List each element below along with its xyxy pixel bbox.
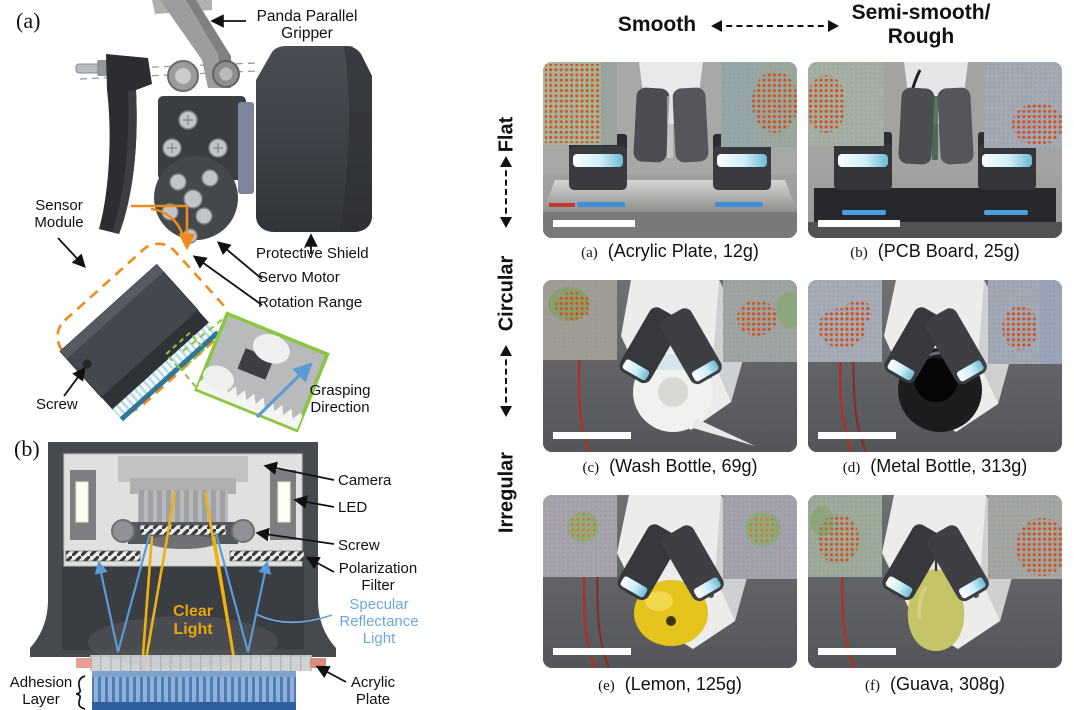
rotation-range-label: Rotation Range bbox=[258, 294, 363, 311]
gripper-fingers bbox=[898, 87, 974, 165]
caption-guava: (f) (Guava, 308g) bbox=[864, 674, 1006, 694]
tactile-inset-left bbox=[543, 280, 617, 360]
tactile-inset-right bbox=[988, 495, 1062, 579]
scale-bar bbox=[553, 220, 635, 227]
guava bbox=[907, 559, 965, 651]
tactile-inset-right bbox=[723, 280, 797, 362]
gripper-finger-right bbox=[925, 308, 987, 385]
camera-label: Camera bbox=[338, 472, 392, 489]
tactile-inset-left bbox=[543, 495, 617, 577]
mount-bracket bbox=[99, 54, 152, 234]
sensor-module-label: Sensor Module bbox=[34, 197, 84, 231]
caption-wash-bottle: (c) (Wash Bottle, 69g) bbox=[582, 456, 758, 476]
caption-acrylic-plate: (a) (Acrylic Plate, 12g) bbox=[581, 241, 759, 261]
shape-axis-flat: Flat bbox=[495, 116, 518, 153]
servo-motor-label: Servo Motor bbox=[258, 269, 340, 286]
panel-a-marker: (a) bbox=[16, 8, 41, 33]
polarization-filter-center bbox=[139, 524, 227, 536]
gripper-finger-right bbox=[927, 525, 989, 602]
caption-lemon: (e) (Lemon, 125g) bbox=[598, 674, 742, 694]
tactile-inset-left bbox=[808, 62, 884, 146]
acrylic-plate-label: Acrylic Plate bbox=[350, 674, 396, 708]
scale-bar bbox=[553, 648, 631, 655]
grasp-photo-pcb-board bbox=[808, 62, 1062, 238]
shape-axis-irregular: Irregular bbox=[495, 451, 518, 534]
scale-bar bbox=[818, 432, 896, 439]
lemon bbox=[634, 580, 708, 646]
polarization-filter-right bbox=[229, 550, 305, 562]
screw-right bbox=[231, 519, 255, 543]
adhesion-layer-shape bbox=[92, 671, 296, 710]
grasp-photo-metal-bottle bbox=[808, 280, 1062, 452]
caption-metal-bottle: (d) (Metal Bottle, 313g) bbox=[842, 456, 1028, 476]
caption-pcb-board: (b) (PCB Board, 25g) bbox=[850, 241, 1020, 261]
grasp-photo-lemon bbox=[543, 495, 797, 668]
tactile-inset-right bbox=[988, 280, 1062, 364]
tactile-inset-right bbox=[984, 62, 1062, 148]
grasping-direction-label: Grasping Direction bbox=[309, 382, 371, 416]
protective-shield-label: Protective Shield bbox=[256, 245, 369, 262]
grasp-surface-inset bbox=[194, 311, 330, 432]
screw-left bbox=[111, 519, 135, 543]
gripper-fingers bbox=[633, 87, 709, 163]
tactile-inset-left bbox=[808, 495, 882, 577]
panda-gripper-label: Panda Parallel Gripper bbox=[256, 8, 358, 43]
texture-axis-arrow bbox=[711, 19, 839, 32]
polarization-filter-label: Polarization Filter bbox=[338, 560, 418, 594]
sensor-module-shape bbox=[59, 263, 220, 422]
grasp-photo-guava bbox=[808, 495, 1062, 668]
scale-bar bbox=[818, 220, 900, 227]
scale-bar bbox=[818, 648, 896, 655]
side-screw bbox=[75, 60, 109, 76]
screw-label-a: Screw bbox=[36, 396, 78, 413]
shape-axis-arrow-2 bbox=[499, 345, 512, 417]
grasp-photo-wash-bottle bbox=[543, 280, 797, 452]
tactile-inset-right bbox=[723, 495, 797, 579]
grasping-direction-arrow bbox=[255, 362, 313, 419]
polarization-filter-left bbox=[65, 550, 141, 562]
screw-label-b: Screw bbox=[338, 537, 380, 554]
protective-shield-shape bbox=[256, 46, 372, 232]
gripper-finger-right bbox=[662, 525, 724, 602]
scale-bar bbox=[553, 432, 631, 439]
tactile-inset-right bbox=[721, 62, 797, 147]
specular-light-rays bbox=[94, 532, 272, 653]
led-right bbox=[277, 481, 291, 523]
adhesion-layer-label: Adhesion Layer bbox=[9, 674, 73, 708]
panel-b-marker: (b) bbox=[14, 436, 40, 461]
led-label: LED bbox=[338, 499, 368, 516]
clear-light-label: Clear Light bbox=[172, 603, 214, 638]
grasp-photo-acrylic-plate bbox=[543, 62, 797, 238]
tactile-inset-left bbox=[808, 280, 882, 362]
gripper-finger-right bbox=[660, 308, 722, 385]
gripper-diagram bbox=[56, 0, 372, 432]
texture-axis-rough: Semi-smooth/ Rough bbox=[851, 1, 991, 48]
texture-axis-smooth: Smooth bbox=[617, 13, 697, 36]
shape-axis-arrow-1 bbox=[499, 156, 512, 228]
sensor-cross-section bbox=[30, 442, 347, 710]
led-left bbox=[75, 481, 89, 523]
rotation-range-annotation bbox=[131, 204, 196, 251]
specular-reflectance-light-label: Specular Reflectance Light bbox=[339, 596, 419, 647]
tactile-inset-left bbox=[543, 62, 617, 145]
